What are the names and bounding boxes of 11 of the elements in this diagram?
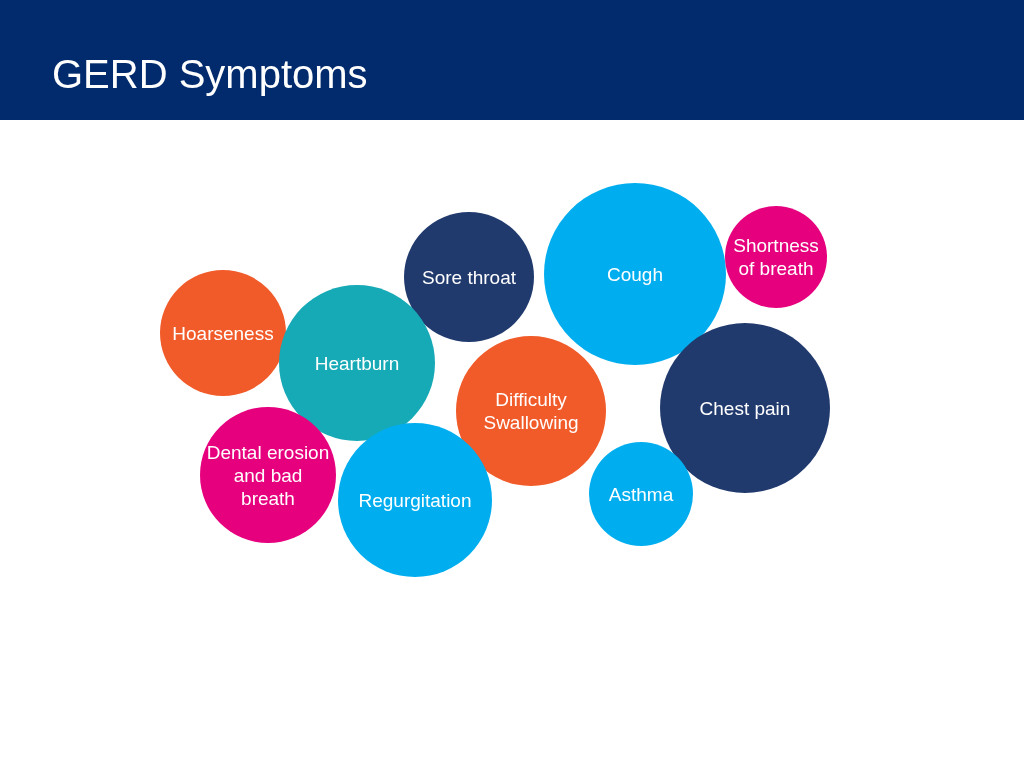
symptom-label: Hoarseness <box>171 321 275 345</box>
symptom-label: Heartburn <box>313 351 401 375</box>
symptom-label: Cough <box>606 262 664 286</box>
symptom-label: Shortness of breath <box>732 234 820 280</box>
symptom-label: Chest pain <box>698 396 792 420</box>
symptom-label: Asthma <box>607 482 675 506</box>
symptom-label: Difficulty Swallowing <box>482 388 580 434</box>
symptom-label: Regurgitation <box>357 488 473 512</box>
symptom-label: Sore throat <box>421 265 517 289</box>
slide-title: GERD Symptoms <box>52 51 368 98</box>
symptom-label: Dental erosion and bad breath <box>205 440 331 510</box>
